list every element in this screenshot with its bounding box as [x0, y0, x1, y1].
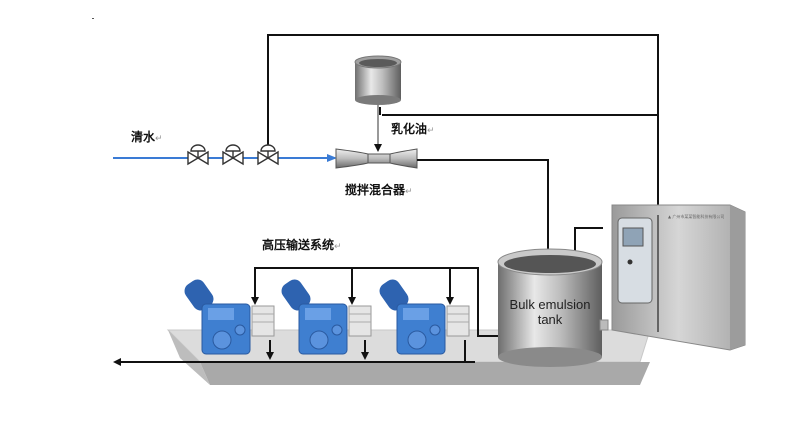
bulk-tank-label: Bulk emulsion tank	[495, 297, 605, 327]
control-signal-line	[267, 34, 659, 215]
pump	[379, 279, 470, 355]
high-pressure-system-label: 高压输送系统↵	[262, 238, 342, 252]
mixer-outlet-line	[417, 159, 552, 265]
distribution-line	[251, 267, 498, 337]
water-label: 清水↵	[131, 130, 163, 144]
bulk-emulsion-tank	[497, 248, 609, 367]
tank-label-line1: Bulk emulsion	[509, 297, 591, 312]
mixer-label: 搅拌混合器↵	[345, 183, 413, 197]
control-signal-line-2	[379, 107, 658, 116]
emulsified-oil-tank	[354, 55, 402, 105]
pump	[281, 279, 372, 355]
svg-text:▲ 广州市某某智能科技有限公司: ▲ 广州市某某智能科技有限公司	[668, 213, 724, 219]
valve[interactable]	[187, 144, 209, 166]
pump	[184, 279, 275, 355]
emulsified-oil-label: 乳化油↵	[391, 122, 435, 136]
static-mixer	[335, 148, 418, 169]
valve[interactable]	[257, 144, 279, 166]
valve[interactable]	[222, 144, 244, 166]
control-cabinet: ▲ 广州市某某智能科技有限公司	[611, 204, 746, 351]
tank-label-line2: tank	[537, 312, 563, 327]
stray-dot	[92, 18, 94, 19]
